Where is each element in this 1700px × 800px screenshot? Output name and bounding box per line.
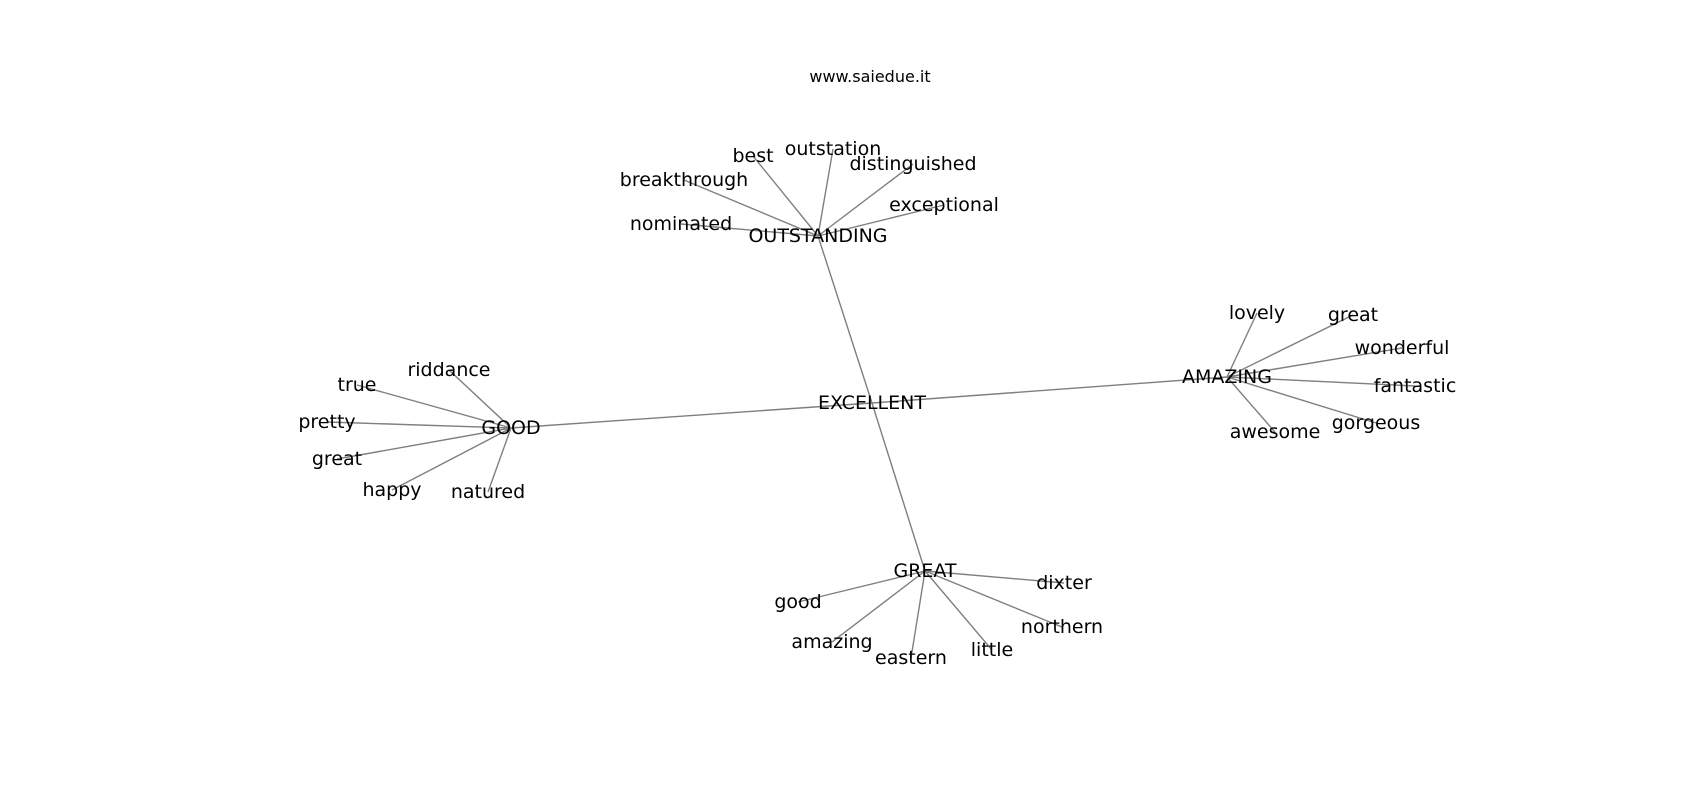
edge-amazing-a_wonderful: [1226, 347, 1403, 378]
node-label-o-nominated: nominated: [630, 213, 732, 235]
edge-great-r_northern: [924, 570, 1063, 628]
edge-good-g_great: [336, 427, 512, 460]
edge-excellent-outstanding: [817, 235, 873, 404]
node-label-g-pretty: pretty: [298, 411, 355, 433]
edge-great-r_dixter: [924, 570, 1065, 584]
node-label-o-exceptional: exceptional: [889, 194, 999, 216]
node-label-amazing: AMAZING: [1182, 366, 1272, 388]
edge-excellent-good: [510, 402, 873, 429]
edge-outstanding-o_breakthrough: [683, 179, 819, 237]
node-label-g-riddance: riddance: [407, 359, 490, 381]
edge-good-g_true: [356, 384, 512, 429]
edge-outstanding-o_nominated: [680, 223, 819, 237]
edge-amazing-a_lovely: [1226, 312, 1258, 378]
edges-layer: [326, 148, 1416, 659]
node-label-g-true: true: [338, 374, 377, 396]
edge-excellent-great: [871, 402, 926, 572]
edge-outstanding-o_outstation: [817, 148, 834, 237]
node-label-a-awesome: awesome: [1230, 421, 1321, 443]
node-label-r-northern: northern: [1021, 616, 1103, 638]
edge-great-r_amazing: [831, 570, 926, 643]
node-label-excellent: EXCELLENT: [818, 392, 926, 414]
node-label-r-eastern: eastern: [875, 647, 947, 669]
edge-amazing-a_gorgeous: [1226, 376, 1377, 424]
node-label-outstanding: OUTSTANDING: [748, 225, 887, 247]
edge-great-r_little: [924, 570, 993, 651]
node-label-g-happy: happy: [362, 479, 421, 501]
edge-amazing-a_great: [1226, 314, 1354, 378]
edge-good-g_riddance: [448, 369, 512, 429]
node-label-good: GOOD: [481, 417, 540, 439]
node-label-r-dixter: dixter: [1036, 572, 1092, 594]
node-label-a-lovely: lovely: [1229, 302, 1285, 324]
edge-amazing-a_awesome: [1226, 376, 1276, 433]
node-label-r-little: little: [971, 639, 1013, 661]
edge-good-g_natured: [487, 427, 512, 493]
node-label-o-breakthrough: breakthrough: [620, 169, 748, 191]
edge-outstanding-o_exceptional: [817, 204, 945, 237]
edge-amazing-a_fantastic: [1226, 376, 1416, 387]
labels-layer: EXCELLENT OUTSTANDING AMAZING GOOD GREAT best…: [298, 138, 1456, 669]
node-label-g-natured: natured: [451, 481, 525, 503]
node-label-r-amazing: amazing: [791, 631, 872, 653]
node-label-a-fantastic: fantastic: [1374, 375, 1457, 397]
node-label-great: GREAT: [893, 560, 956, 582]
node-label-g-great: great: [312, 448, 362, 470]
node-label-o-distinguished: distinguished: [849, 153, 976, 175]
node-label-a-wonderful: wonderful: [1355, 337, 1450, 359]
node-label-o-best: best: [732, 145, 773, 167]
watermark-text: www.saiedue.it: [809, 67, 930, 86]
edge-good-g_happy: [391, 427, 512, 491]
edge-good-g_pretty: [326, 421, 512, 429]
node-label-a-gorgeous: gorgeous: [1332, 412, 1420, 434]
node-label-o-outstation: outstation: [785, 138, 882, 160]
edge-excellent-amazing: [871, 376, 1228, 404]
edge-outstanding-o_distinguished: [817, 163, 914, 237]
node-label-r-good: good: [774, 591, 821, 613]
edge-great-r_good: [797, 570, 926, 603]
node-label-a-great: great: [1328, 304, 1378, 326]
edge-outstanding-o_best: [752, 155, 819, 237]
edge-great-r_eastern: [910, 570, 926, 659]
